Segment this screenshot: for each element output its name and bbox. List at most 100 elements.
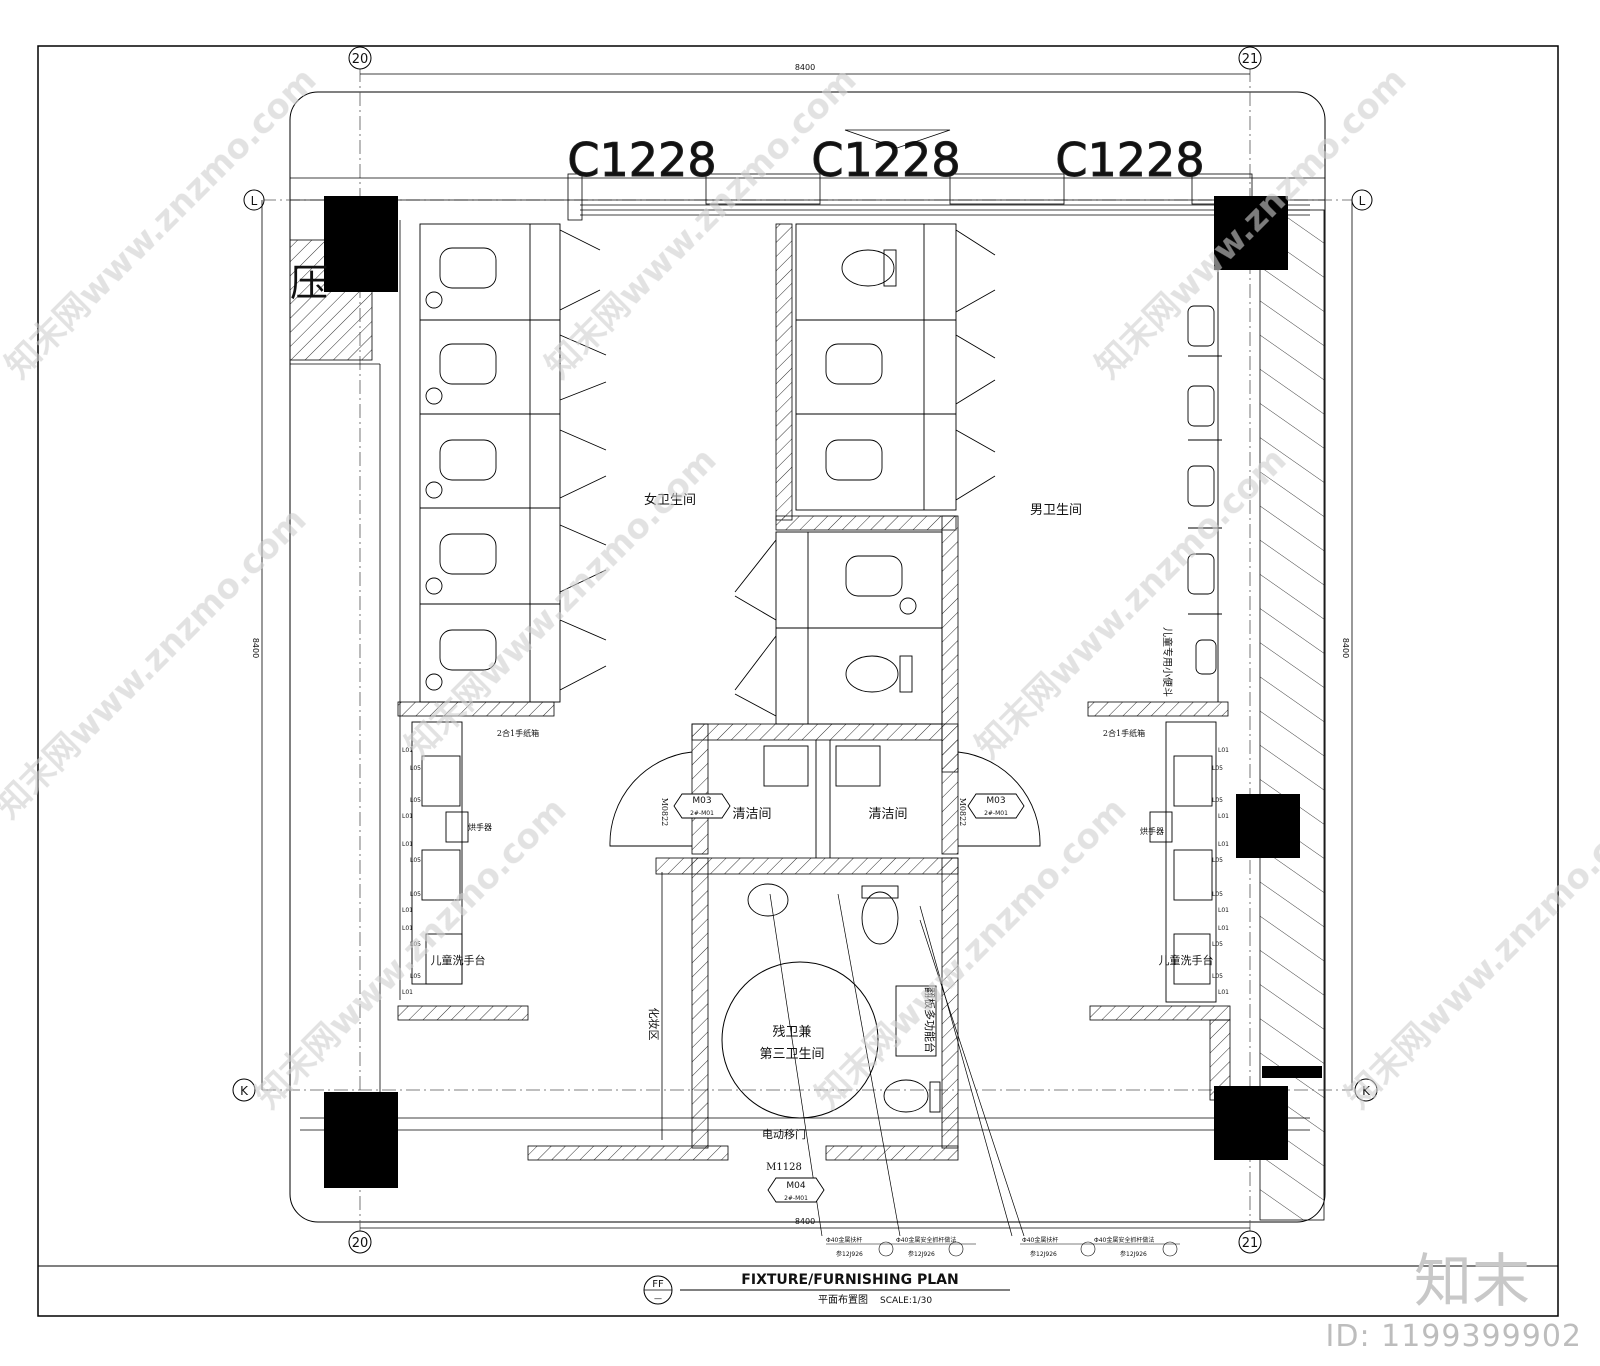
svg-text:L05: L05 <box>410 973 421 980</box>
note-ref-4: 参12J926 <box>1120 1250 1147 1258</box>
svg-text:L05: L05 <box>1212 891 1223 898</box>
note-2: Φ40金属安全抓杆做法 <box>896 1236 956 1244</box>
note-ref-2: 参12J926 <box>908 1250 935 1258</box>
tag-m04-sub: 2#-M01 <box>784 1195 808 1202</box>
svg-text:L01: L01 <box>402 841 413 848</box>
window-label-2: C1228 <box>811 133 960 187</box>
label-sliding-door: 电动移门 <box>762 1127 806 1141</box>
turning-circle <box>721 961 879 1119</box>
cleaning-doors <box>609 740 1041 858</box>
room-accessible-2: 第三卫生间 <box>759 1047 824 1062</box>
svg-text:知末网www.znzmo.com: 知末网www.znzmo.com <box>1338 790 1600 1116</box>
svg-text:知末网www.znzmo.com: 知末网www.znzmo.com <box>968 440 1294 766</box>
svg-text:L05: L05 <box>410 891 421 898</box>
label-paper-right: 2合1手纸箱 <box>1103 728 1145 738</box>
svg-text:知末网www.znzmo.com: 知末网www.znzmo.com <box>0 500 314 826</box>
note-4: Φ40金属安全抓杆做法 <box>1094 1236 1154 1244</box>
label-dryer-right: 烘手器 <box>1140 826 1164 836</box>
grid-l-right: L <box>1359 194 1366 208</box>
svg-text:知末网www.znzmo.com: 知末网www.znzmo.com <box>538 60 864 386</box>
basin-level-labels: L01 L05 L05 L01 L01 L05 L05 L01 L01 L05 … <box>402 747 1229 996</box>
title-tag: FF <box>652 1279 664 1290</box>
label-kids-urinal: 儿童专用小便斗 <box>1161 627 1174 697</box>
watermark-id: ID: 1199399902 <box>1325 1319 1582 1354</box>
dim-right: 8400 <box>1341 638 1350 658</box>
grab-bar-leaders <box>769 893 1025 1237</box>
svg-text:L05: L05 <box>1212 941 1223 948</box>
svg-text:L01: L01 <box>1218 925 1229 932</box>
building-outline <box>289 91 1326 1223</box>
note-ref-3: 参12J926 <box>1030 1250 1057 1258</box>
grid-k-left: K <box>240 1084 249 1098</box>
svg-text:L01: L01 <box>402 907 413 914</box>
hatched-walls <box>289 223 1231 1161</box>
label-kids-basin-left: 儿童洗手台 <box>431 953 486 967</box>
dim-bottom: 8400 <box>795 1217 815 1226</box>
svg-text:L05: L05 <box>410 797 421 804</box>
right-exterior-hatch <box>1259 209 1325 1221</box>
squat-toilets <box>425 247 917 691</box>
grid-20-top: 20 <box>352 52 369 67</box>
grid-k-right: K <box>1362 1084 1371 1098</box>
window-label-1: C1228 <box>567 133 716 187</box>
svg-text:知末网www.znzmo.com: 知末网www.znzmo.com <box>398 440 724 766</box>
label-fold-table: 翻板多功能台 <box>923 987 937 1053</box>
label-kids-basin-right: 儿童洗手台 <box>1159 953 1214 967</box>
svg-text:L05: L05 <box>410 765 421 772</box>
window-wall <box>290 173 1325 221</box>
label-door-main: M1128 <box>766 1162 802 1173</box>
label-door-right: M0822 <box>958 798 967 827</box>
svg-text:L05: L05 <box>1212 973 1223 980</box>
label-paper-left: 2合1手纸箱 <box>497 728 539 738</box>
room-cleaning-left: 清洁间 <box>732 807 771 822</box>
dim-top: 8400 <box>795 63 815 72</box>
svg-text:知末网www.znzmo.com: 知末网www.znzmo.com <box>248 790 574 1116</box>
fold-table <box>895 985 937 1057</box>
site-watermarks: 知末网www.znzmo.com 知末网www.znzmo.com 知末网www… <box>0 60 1600 1116</box>
label-door-left: M0822 <box>660 798 669 827</box>
seat-toilets <box>841 249 941 1113</box>
grid-20-bottom: 20 <box>352 1236 369 1251</box>
svg-text:L01: L01 <box>402 747 413 754</box>
wash-basins <box>411 721 1217 1003</box>
tag-m03-right-sub: 2#-M01 <box>984 810 1008 817</box>
grab-bar-notes <box>826 1241 1180 1257</box>
svg-text:L01: L01 <box>1218 907 1229 914</box>
watermark-logo: 知末 <box>1413 1247 1530 1315</box>
svg-text:L01: L01 <box>1218 841 1229 848</box>
svg-text:知末网www.znzmo.com: 知末网www.znzmo.com <box>0 60 324 386</box>
svg-text:知末网www.znzmo.com: 知末网www.znzmo.com <box>1088 60 1414 386</box>
svg-text:L05: L05 <box>1212 797 1223 804</box>
room-womens: 女卫生间 <box>644 492 696 508</box>
note-1: Φ40金属扶杆 <box>826 1236 862 1244</box>
room-makeup: 化妆区 <box>647 1008 661 1041</box>
svg-text:L01: L01 <box>402 813 413 820</box>
window-label-3: C1228 <box>1055 133 1204 187</box>
title-scale: SCALE:1/30 <box>880 1296 932 1306</box>
corridor-lines <box>290 220 1310 1140</box>
svg-text:L05: L05 <box>1212 765 1223 772</box>
sheet-frame <box>37 45 1559 1317</box>
tag-m04: M04 <box>786 1181 805 1191</box>
room-cleaning-right: 清洁间 <box>868 807 907 822</box>
room-mens: 男卫生间 <box>1030 503 1082 518</box>
svg-text:L05: L05 <box>1212 857 1223 864</box>
svg-text:L01: L01 <box>402 989 413 996</box>
title-tag-sub: — <box>654 1294 662 1303</box>
dimension-lines <box>261 73 1353 1229</box>
note-3: Φ40金属扶杆 <box>1022 1236 1058 1244</box>
tag-m03-right: M03 <box>986 796 1005 806</box>
grid-l-left: L <box>251 194 258 208</box>
pressure-label: 压 <box>290 261 328 305</box>
door-tags <box>673 793 1025 1203</box>
window-arrow-marker <box>844 129 951 149</box>
note-ref-1: 参12J926 <box>836 1250 863 1258</box>
room-accessible-1: 残卫兼 <box>772 1025 811 1040</box>
womens-stalls <box>419 223 607 703</box>
urinals <box>1187 270 1222 702</box>
grid-lines <box>262 68 1352 1240</box>
svg-text:L01: L01 <box>1218 747 1229 754</box>
grid-21-top: 21 <box>1242 52 1259 67</box>
svg-text:知末网www.znzmo.com: 知末网www.znzmo.com <box>808 790 1134 1116</box>
